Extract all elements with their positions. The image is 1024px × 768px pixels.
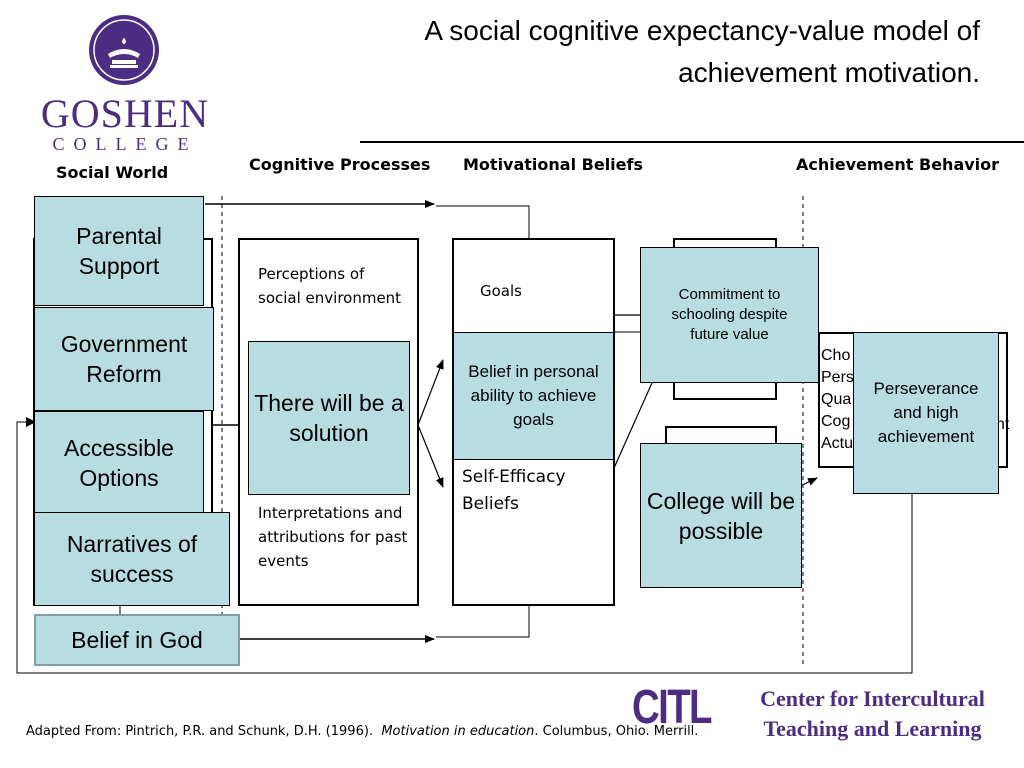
goals-text: Goals [480,282,522,300]
college-seal-icon [89,15,159,85]
logo-wordmark: GOSHEN [40,91,210,136]
header-social-world: Social World [56,163,169,182]
parental-support-box: Parental Support [34,196,204,306]
achievement-item: Pers [821,369,854,386]
citation: Adapted From: Pintrich, P.R. and Schunk,… [26,724,698,739]
commitment-label: Commitment to schooling despite future v… [671,286,788,343]
solution-label: There will be a solution [254,390,404,446]
government-reform-box: Government Reform [34,307,214,411]
accessible-options-box: Accessible Options [34,411,204,515]
achievement-item: Cog [821,413,851,430]
citl-logo: CITL [632,681,713,734]
achievement-item: Cho [821,347,851,364]
achievement-item: Qua [821,391,852,408]
center-name: Center for Intercultural Teaching and Le… [760,686,985,741]
achievement-item: Actu [821,435,854,452]
goshen-college-logo: GOSHEN COLLEGE [20,8,220,158]
narratives-of-success-label: Narratives of success [66,531,198,587]
belief-in-god-label: Belief in God [71,627,203,653]
citation-suffix: . Columbus, Ohio. Merrill. [534,724,699,739]
accessible-options-label: Accessible Options [64,435,174,491]
header-cognitive-processes: Cognitive Processes [249,155,431,174]
belief-ability-label: Belief in personal ability to achieve go… [468,362,599,429]
citation-book: Motivation in education [381,724,535,739]
interpretations-text: Interpretations and attributions for pas… [258,504,408,570]
achievement-hidden-tail: nt [996,416,1010,433]
college-possible-box: College will be possible [640,443,802,588]
header-achievement-behavior: Achievement Behavior [796,155,1000,174]
title-divider [360,141,1024,143]
logo-subtitle: COLLEGE [52,134,198,154]
solution-box: There will be a solution [248,341,410,495]
commitment-box: Commitment to schooling despite future v… [640,247,819,383]
perceptions-text: Perceptions of social environment [258,265,402,307]
perseverance-label: Perseverance and high achievement [873,379,979,446]
college-possible-label: College will be possible [646,487,796,544]
perseverance-box: Perseverance and high achievement [853,332,999,494]
parental-support-label: Parental Support [76,223,162,279]
slide-title: A social cognitive expectancy-value mode… [424,15,980,88]
narratives-of-success-box: Narratives of success [34,512,230,606]
government-reform-label: Government Reform [60,331,188,387]
belief-in-god-box: Belief in God [34,614,240,666]
header-motivational-beliefs: Motivational Beliefs [463,155,643,174]
self-efficacy-text: Self-Efficacy Beliefs [462,467,566,514]
belief-ability-box: Belief in personal ability to achieve go… [453,332,614,460]
citation-prefix: Adapted From: Pintrich, P.R. and Schunk,… [26,724,374,739]
achievement-hidden-list: Cho Pers Qua Cog Actu [821,345,854,455]
